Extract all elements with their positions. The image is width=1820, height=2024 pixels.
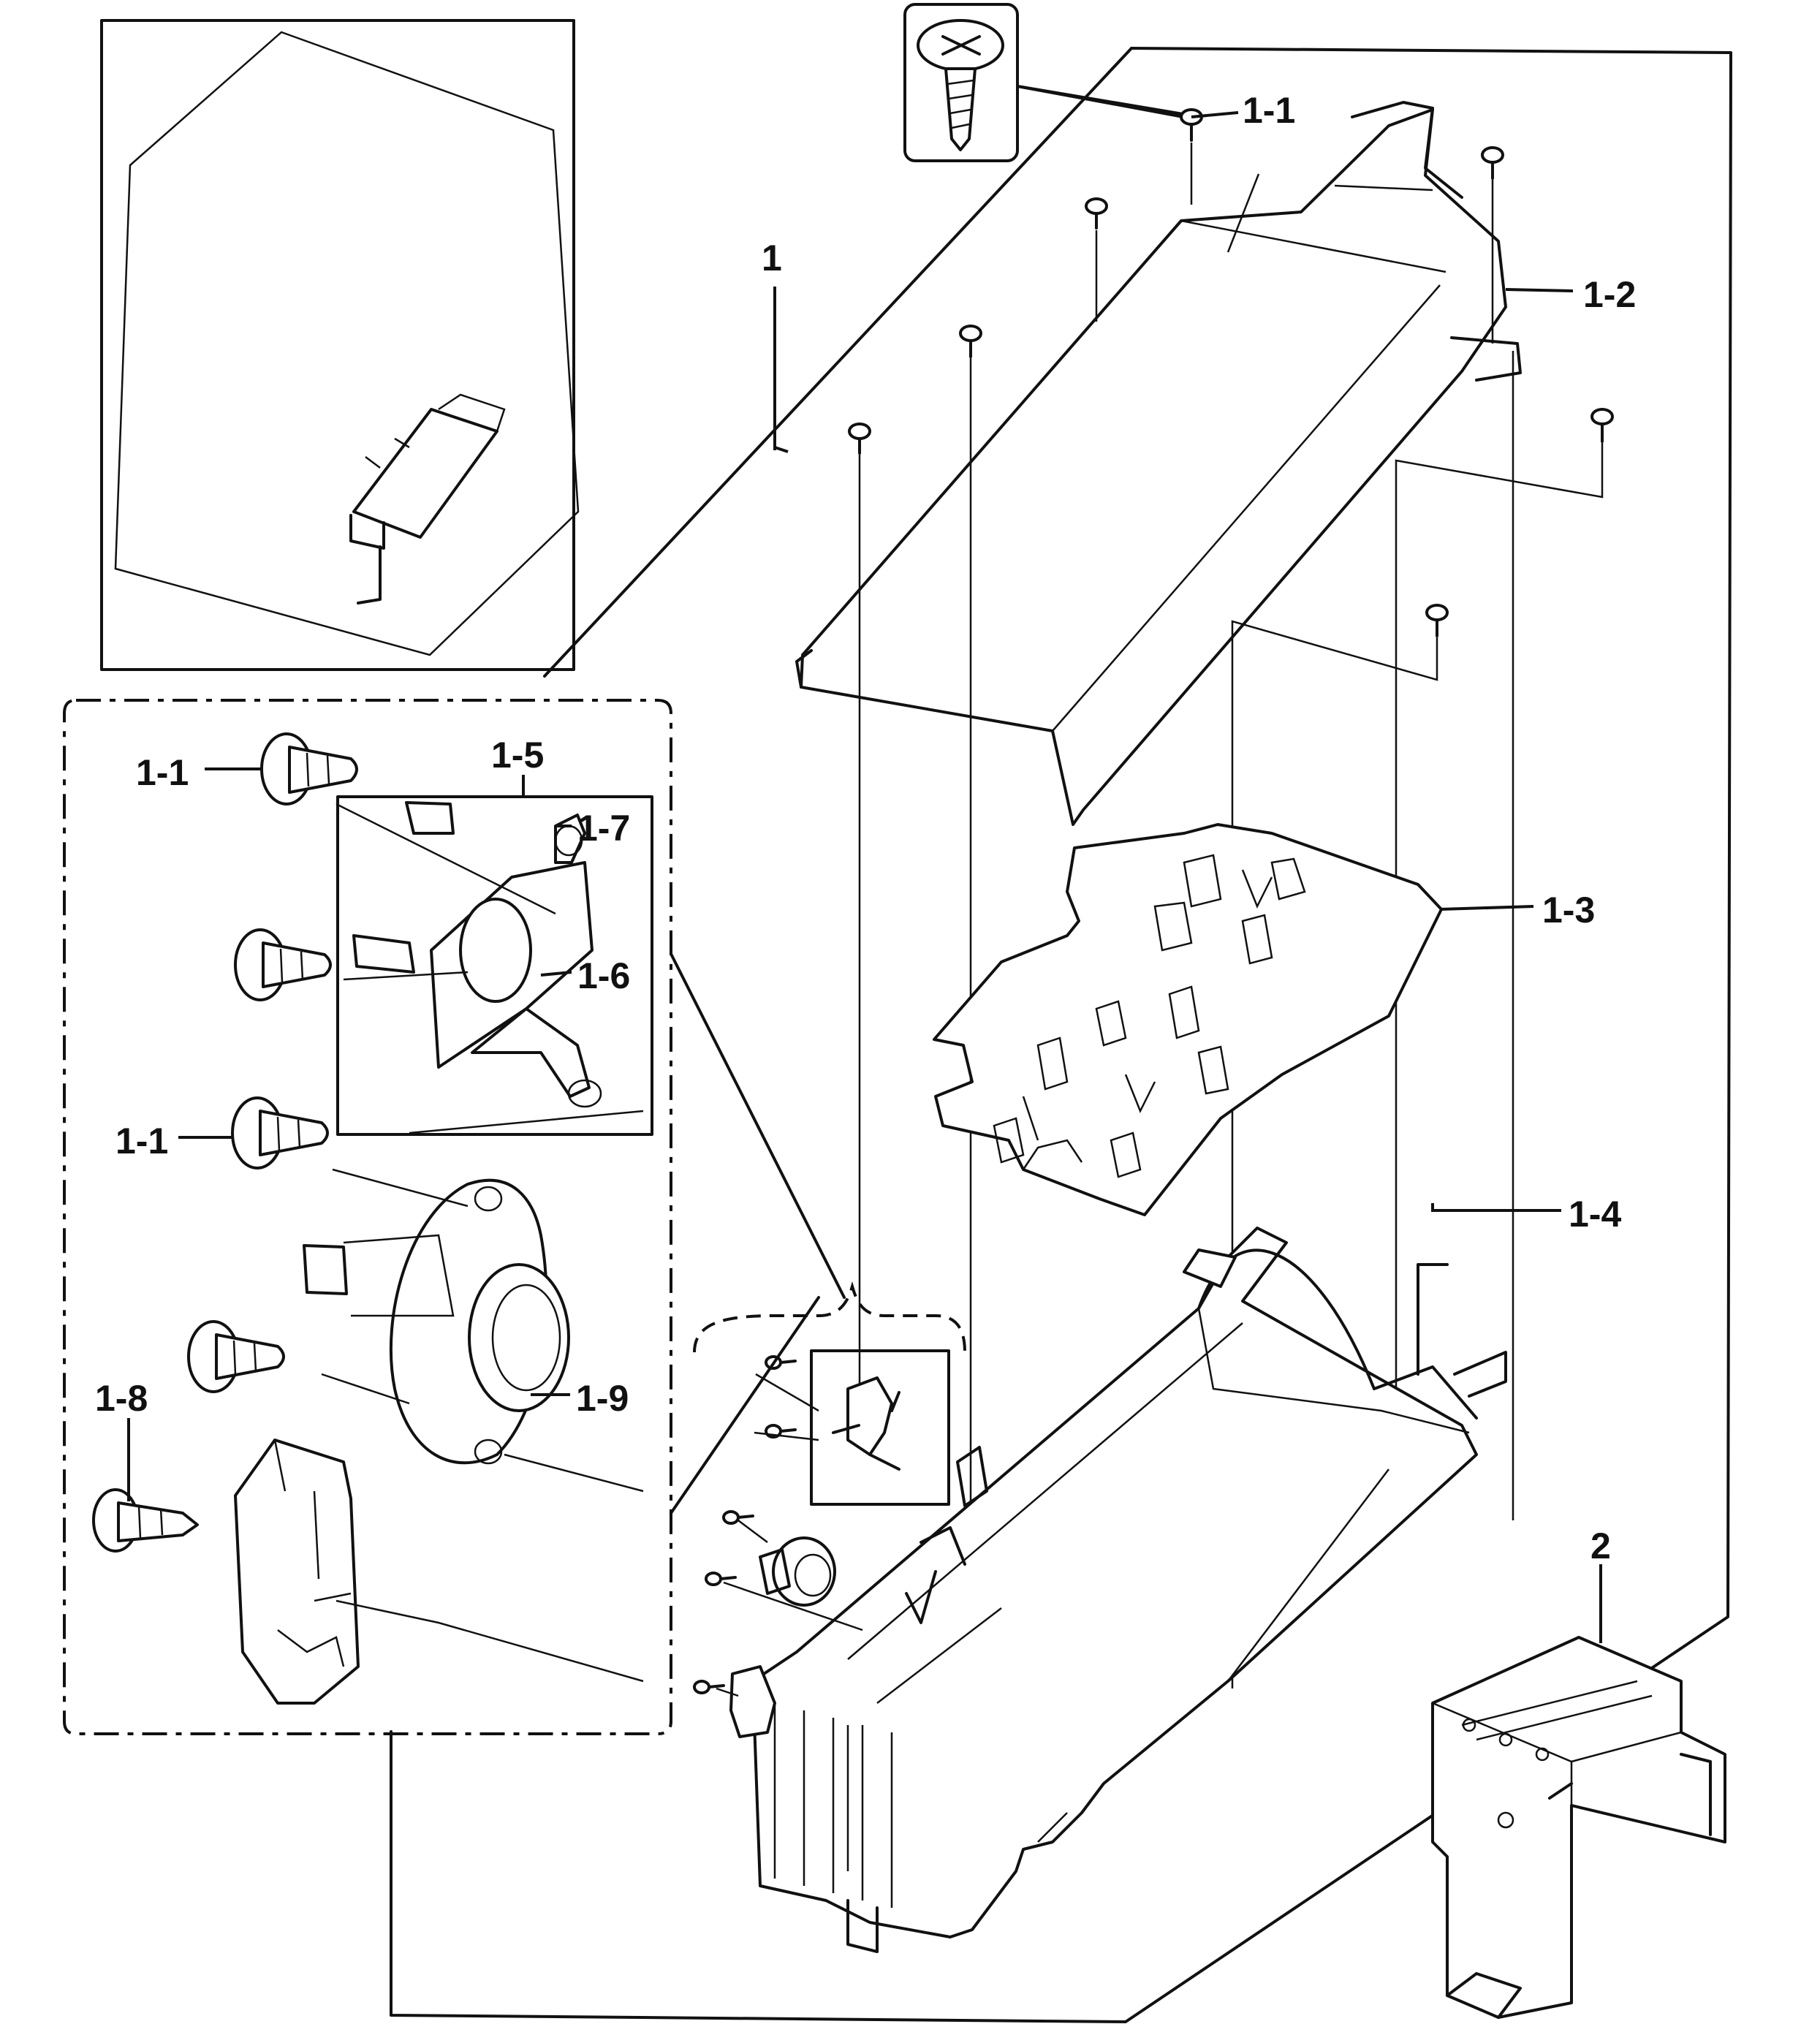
screw-callout-box [903, 3, 1193, 162]
screw-icon [234, 928, 332, 1001]
screw-icon [705, 1572, 737, 1586]
lower-housing [751, 1227, 1507, 1953]
thermostat-icon [832, 1376, 900, 1471]
screw-icon [1425, 604, 1449, 637]
screw-icon [959, 325, 982, 358]
screw-icon [1085, 197, 1108, 230]
screw-icon [693, 1680, 725, 1694]
label-1-2: 1-2 [1583, 274, 1636, 315]
screw-icon [1481, 146, 1504, 180]
screw-icon [1180, 108, 1203, 142]
connector-icon [729, 1665, 776, 1738]
connector-icon [234, 1439, 644, 1705]
label-2: 2 [1590, 1525, 1611, 1566]
screw-icon [231, 1096, 329, 1170]
screw-icon [848, 422, 871, 455]
label-1-5: 1-5 [491, 735, 544, 776]
phillips-screw-icon [917, 19, 1004, 151]
heater-terminal-icon [993, 854, 1306, 1178]
label-1: 1 [762, 238, 782, 278]
thermostat-icon [759, 1536, 836, 1607]
bracket-2 [1431, 1636, 1726, 2019]
inset-dryer-view [100, 19, 580, 671]
screw-icon [260, 732, 358, 806]
thermostat-icon [335, 801, 644, 1134]
label-1-7: 1-7 [577, 808, 630, 849]
duct-assembly [795, 101, 1522, 826]
heater-plate [933, 823, 1443, 1216]
part-labels: 1 1-1 1-2 1-3 1-4 1-5 1-7 1-6 1-1 1-1 1-… [95, 90, 1636, 1566]
label-1-4: 1-4 [1569, 1194, 1621, 1235]
label-1-1-detail-b: 1-1 [115, 1121, 168, 1161]
label-1-1-top: 1-1 [1243, 90, 1295, 131]
thermostat-icon [303, 1178, 570, 1465]
label-1-3: 1-3 [1542, 890, 1595, 930]
detail-box [63, 699, 846, 1735]
screw-icon [92, 1488, 199, 1553]
leader-lines [127, 111, 1602, 1643]
screw-icon [722, 1510, 754, 1525]
heater-coil-icon [349, 393, 506, 604]
label-1-6: 1-6 [577, 955, 630, 996]
label-1-9: 1-9 [576, 1378, 629, 1419]
label-1-8: 1-8 [95, 1378, 148, 1419]
assembly-frame [390, 47, 1732, 2023]
screw-icon [187, 1320, 285, 1393]
label-1-1-detail-a: 1-1 [136, 752, 189, 793]
small-parts-group [693, 1281, 966, 1738]
screw-icon [1590, 408, 1614, 443]
